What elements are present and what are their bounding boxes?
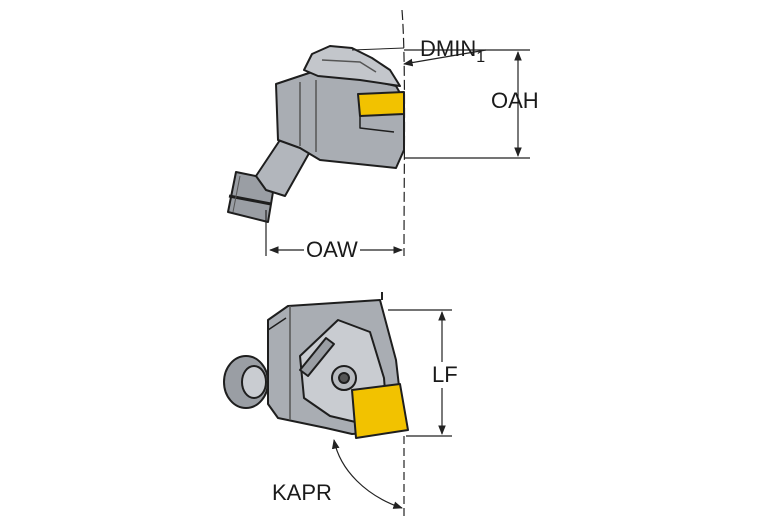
cutting-insert-top [357,91,405,117]
clamp-top [303,45,401,87]
dmin-subscript: 1 [476,49,486,66]
cutting-insert-bottom [351,383,409,439]
clamp-screw [331,365,357,391]
shank-end-round [223,355,269,409]
dmin-base: DMIN [420,36,477,61]
top-view [227,45,405,223]
dimension-label-dmin: DMIN1 [420,36,485,66]
dimension-label-kapr: KAPR [272,480,332,505]
bottom-view [223,299,409,439]
top-dimensions [265,9,530,257]
tool-neck [255,139,313,197]
clamp-slot [299,337,335,377]
dimension-label-oaw: OAW [304,237,360,262]
dimension-label-lf: LF [432,362,458,388]
dimension-label-oah: OAH [491,88,539,113]
